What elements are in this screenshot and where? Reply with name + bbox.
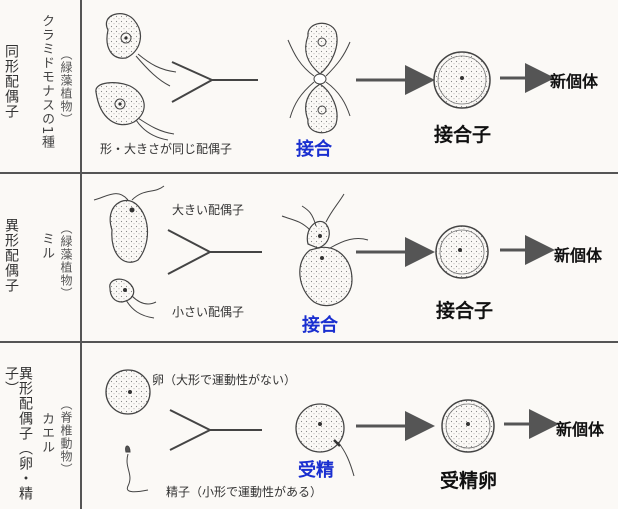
conjugating-pair-row1	[287, 22, 351, 134]
group-label-row1: （緑藻植物）	[59, 48, 73, 126]
conjugating-pair-row2	[281, 193, 369, 307]
small-gamete	[109, 278, 157, 319]
group-label-row3: （脊椎動物）	[59, 398, 73, 476]
egg	[105, 369, 151, 415]
zygote-row1	[433, 51, 491, 109]
large-gamete	[93, 185, 165, 263]
event-label-row2: 接合	[302, 315, 338, 336]
column-divider	[80, 0, 82, 509]
sperm	[125, 445, 149, 493]
category-label-oogamy: 異形配偶子（卵・精子）	[3, 366, 33, 501]
zygote-row2	[435, 225, 489, 279]
group-label-row2: （緑藻植物）	[59, 222, 73, 300]
row-divider-1	[0, 172, 618, 174]
isogamete-top	[105, 13, 177, 87]
product-label-row2: 接合子	[436, 300, 494, 322]
row-divider-2	[0, 341, 618, 343]
result-label-row2: 新個体	[554, 246, 603, 265]
fertilized-egg	[441, 399, 495, 453]
sperm-label: 精子（小形で運動性がある）	[166, 485, 323, 499]
event-label-row1: 接合	[296, 139, 332, 160]
organism-label-row1: クラミドモナスの1種	[39, 14, 54, 150]
event-label-row3: 受精	[298, 460, 334, 481]
result-label-row3: 新個体	[556, 420, 605, 439]
organism-label-row2: ミル	[39, 232, 54, 260]
organism-label-row3: カエル	[39, 412, 54, 454]
large-gamete-label: 大きい配偶子	[172, 203, 245, 217]
fertilization-cell	[295, 403, 355, 477]
category-label-isogamy: 同形配偶子	[3, 44, 19, 119]
egg-label: 卵（大形で運動性がない）	[152, 373, 297, 387]
category-label-anisogamy: 異形配偶子	[3, 218, 19, 293]
result-label-row1: 新個体	[550, 72, 599, 91]
product-label-row3: 受精卵	[440, 470, 498, 492]
gamete-label-row1: 形・大きさが同じ配偶子	[100, 142, 233, 156]
small-gamete-label: 小さい配偶子	[172, 305, 245, 319]
isogamete-bottom	[95, 82, 175, 141]
product-label-row1: 接合子	[434, 124, 492, 146]
